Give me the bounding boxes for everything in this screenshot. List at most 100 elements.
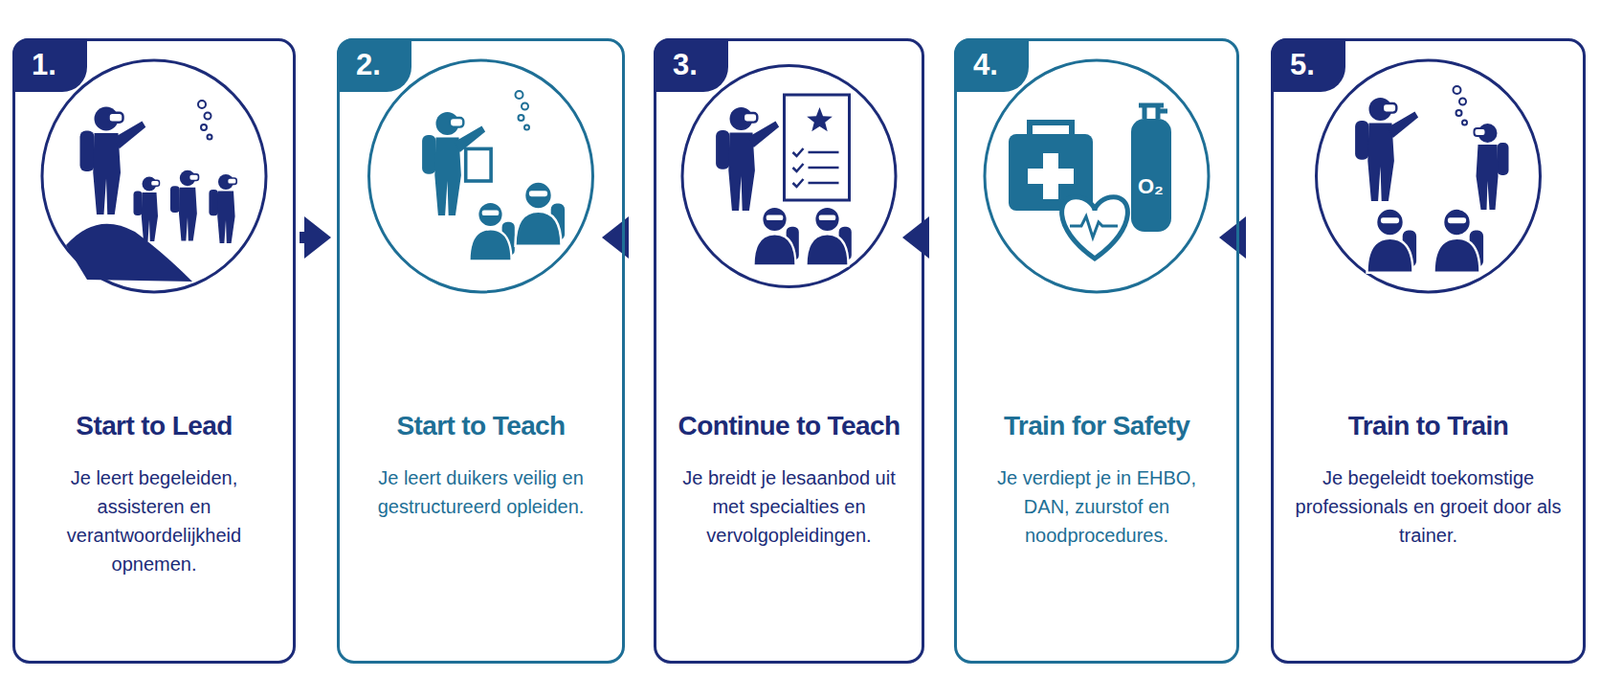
icon-shape (1462, 120, 1467, 126)
icon-shape (198, 100, 206, 109)
icon-shape (208, 189, 219, 216)
icon-shape (113, 121, 147, 150)
icon-shape (66, 223, 193, 282)
icon-shape (469, 201, 516, 262)
icon-shape (133, 177, 160, 243)
stage-card: 4. Train for Safety Je verdiept je in EHBO… (954, 38, 1240, 664)
icon-shape (808, 151, 840, 155)
icon-shape (715, 130, 730, 170)
oxygen-label: O₂ (1137, 174, 1164, 200)
step-description: Je verdiept je in EHBO, DAN, zuurstof en… (977, 463, 1216, 550)
icon-shape (178, 187, 198, 242)
icon-shape (469, 228, 512, 261)
stage-card: 5.Train to TrainJe begeleidt toekomstige… (1270, 38, 1586, 664)
icon-shape (806, 107, 833, 132)
icon-shape (1367, 122, 1395, 201)
icon-shape (1434, 238, 1481, 273)
step-title: Start to Teach (339, 406, 623, 445)
icon-shape (765, 214, 785, 223)
icon-shape (984, 60, 1209, 292)
step-title: Train for Safety (956, 406, 1237, 445)
icon-shape (754, 206, 800, 267)
icon-shape (1062, 197, 1129, 259)
icon-shape (808, 181, 840, 185)
flow-arrow (624, 231, 629, 244)
icon-shape (227, 177, 238, 184)
stage-card: 1. Start to Lead Je leert begeleiden, assi… (12, 38, 296, 664)
icon-2 (369, 60, 594, 292)
icon-shape (515, 181, 567, 246)
step-number: 5. (1270, 38, 1346, 92)
icon-shape (449, 117, 464, 128)
icon-shape (422, 134, 436, 175)
step-number: 2. (336, 38, 412, 92)
step-description: Je leert begeleiden, assisteren en veran… (36, 463, 272, 578)
icon-shape (204, 112, 212, 120)
icon-shape (1316, 60, 1541, 292)
icon-shape (806, 233, 849, 266)
step-title: Start to Lead (15, 406, 293, 445)
icon-shape (207, 134, 213, 140)
icon-shape (524, 125, 530, 131)
step-number: 1. (12, 38, 88, 92)
icon-shape (754, 233, 797, 266)
step-title: Continue to Teach (656, 406, 922, 445)
icon-shape (728, 132, 756, 211)
icon-shape (170, 170, 200, 242)
icon-shape (1379, 216, 1401, 224)
icon-shape (743, 112, 757, 123)
stage-card: 2. Start to Teach Je leert duikers veilig … (336, 38, 625, 664)
icon-shape (1027, 153, 1074, 200)
icon-shape (1367, 208, 1419, 273)
icon-shape (1029, 122, 1072, 136)
icon-shape (793, 148, 804, 156)
icon-shape (748, 120, 779, 148)
icon-shape (1456, 110, 1463, 116)
icon-shape (1355, 97, 1419, 201)
icon-shape (515, 90, 524, 99)
icon-shape (92, 133, 121, 215)
icon-shape (518, 114, 525, 121)
icon-shape (189, 174, 200, 181)
icon-shape (1446, 216, 1468, 224)
flow-arrow (299, 231, 309, 244)
icon-shape (761, 206, 787, 232)
icon-shape (793, 178, 804, 187)
step-description: Je leert duikers veilig en gestructureer… (360, 463, 601, 521)
icon-shape (434, 136, 462, 216)
icon-shape (515, 211, 562, 246)
icon-shape (682, 66, 896, 288)
icon-shape (814, 206, 840, 232)
icon-shape (521, 103, 529, 111)
icon-shape (1474, 128, 1487, 136)
icon-shape (818, 214, 838, 223)
icon-shape (715, 107, 779, 211)
icon-shape (42, 60, 267, 292)
icon-shape (1376, 208, 1404, 237)
icon-shape (481, 209, 501, 218)
icon-shape (1497, 142, 1510, 176)
icon-shape (1459, 98, 1467, 106)
step-description: Je begeleidt toekomstige professionals e… (1294, 463, 1562, 550)
icon-shape (170, 185, 180, 213)
icon-shape (466, 148, 491, 181)
icon-shape (1476, 144, 1499, 210)
icon-shape (1382, 103, 1397, 113)
step-number: 4. (954, 38, 1029, 92)
icon-shape (151, 179, 160, 186)
icon-shape (1443, 208, 1471, 237)
icon-shape (80, 131, 95, 173)
icon-shape (1069, 216, 1118, 238)
icon-shape (80, 107, 147, 216)
icon-3 (682, 66, 896, 288)
icon-shape (1474, 123, 1510, 210)
step-number: 3. (653, 38, 729, 92)
icon-shape (524, 181, 553, 210)
icon-shape (1131, 118, 1172, 232)
icon-shape (217, 191, 235, 244)
icon-shape (208, 174, 237, 244)
icon-shape (1367, 238, 1414, 273)
